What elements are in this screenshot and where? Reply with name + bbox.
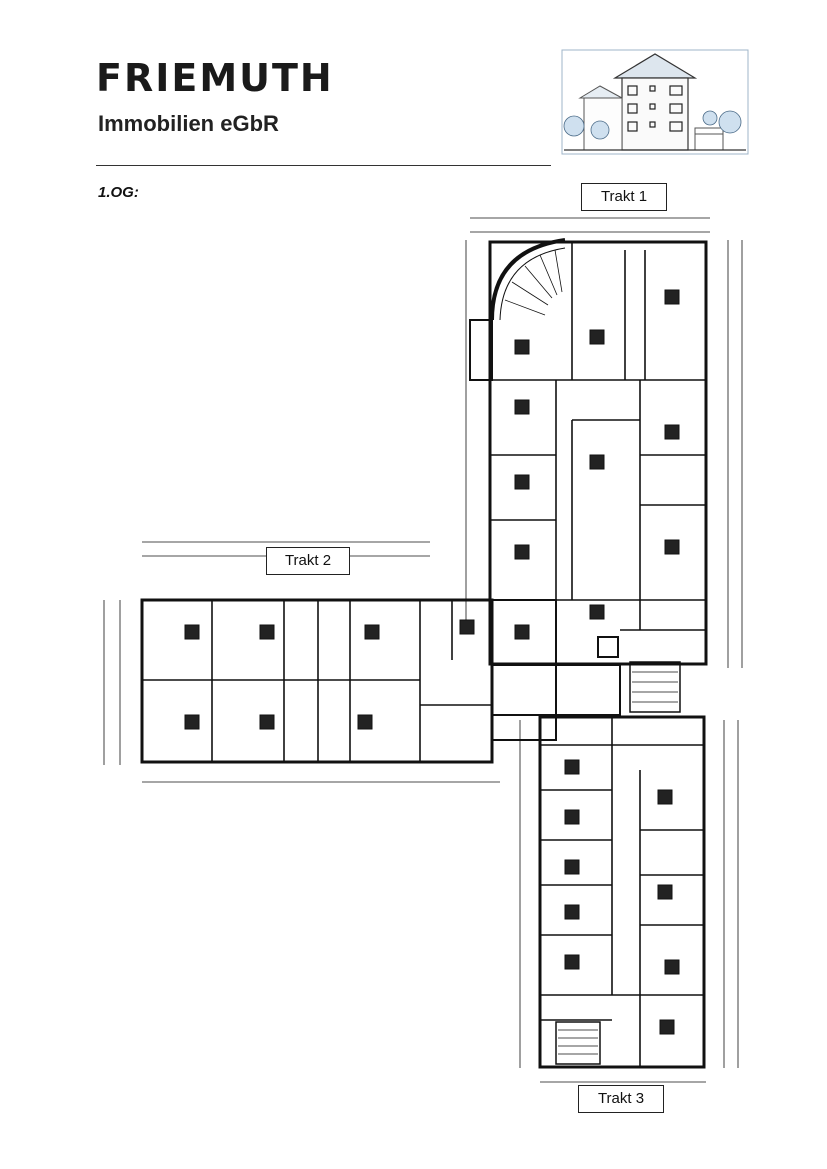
trakt-3-label: Trakt 3 [578, 1085, 664, 1113]
floor-label: 1.OG: [98, 184, 139, 201]
trakt-2-label: Trakt 2 [266, 547, 350, 575]
header-divider [96, 165, 551, 166]
trakt-2-wing [103, 541, 500, 783]
company-name: FRIEMUTH [96, 56, 334, 100]
trakt-1-label: Trakt 1 [581, 183, 667, 211]
house-logo-icon [561, 49, 749, 155]
connector-block [491, 599, 681, 741]
company-subtitle: Immobilien eGbR [98, 111, 279, 136]
trakt-3-wing [519, 715, 739, 1083]
